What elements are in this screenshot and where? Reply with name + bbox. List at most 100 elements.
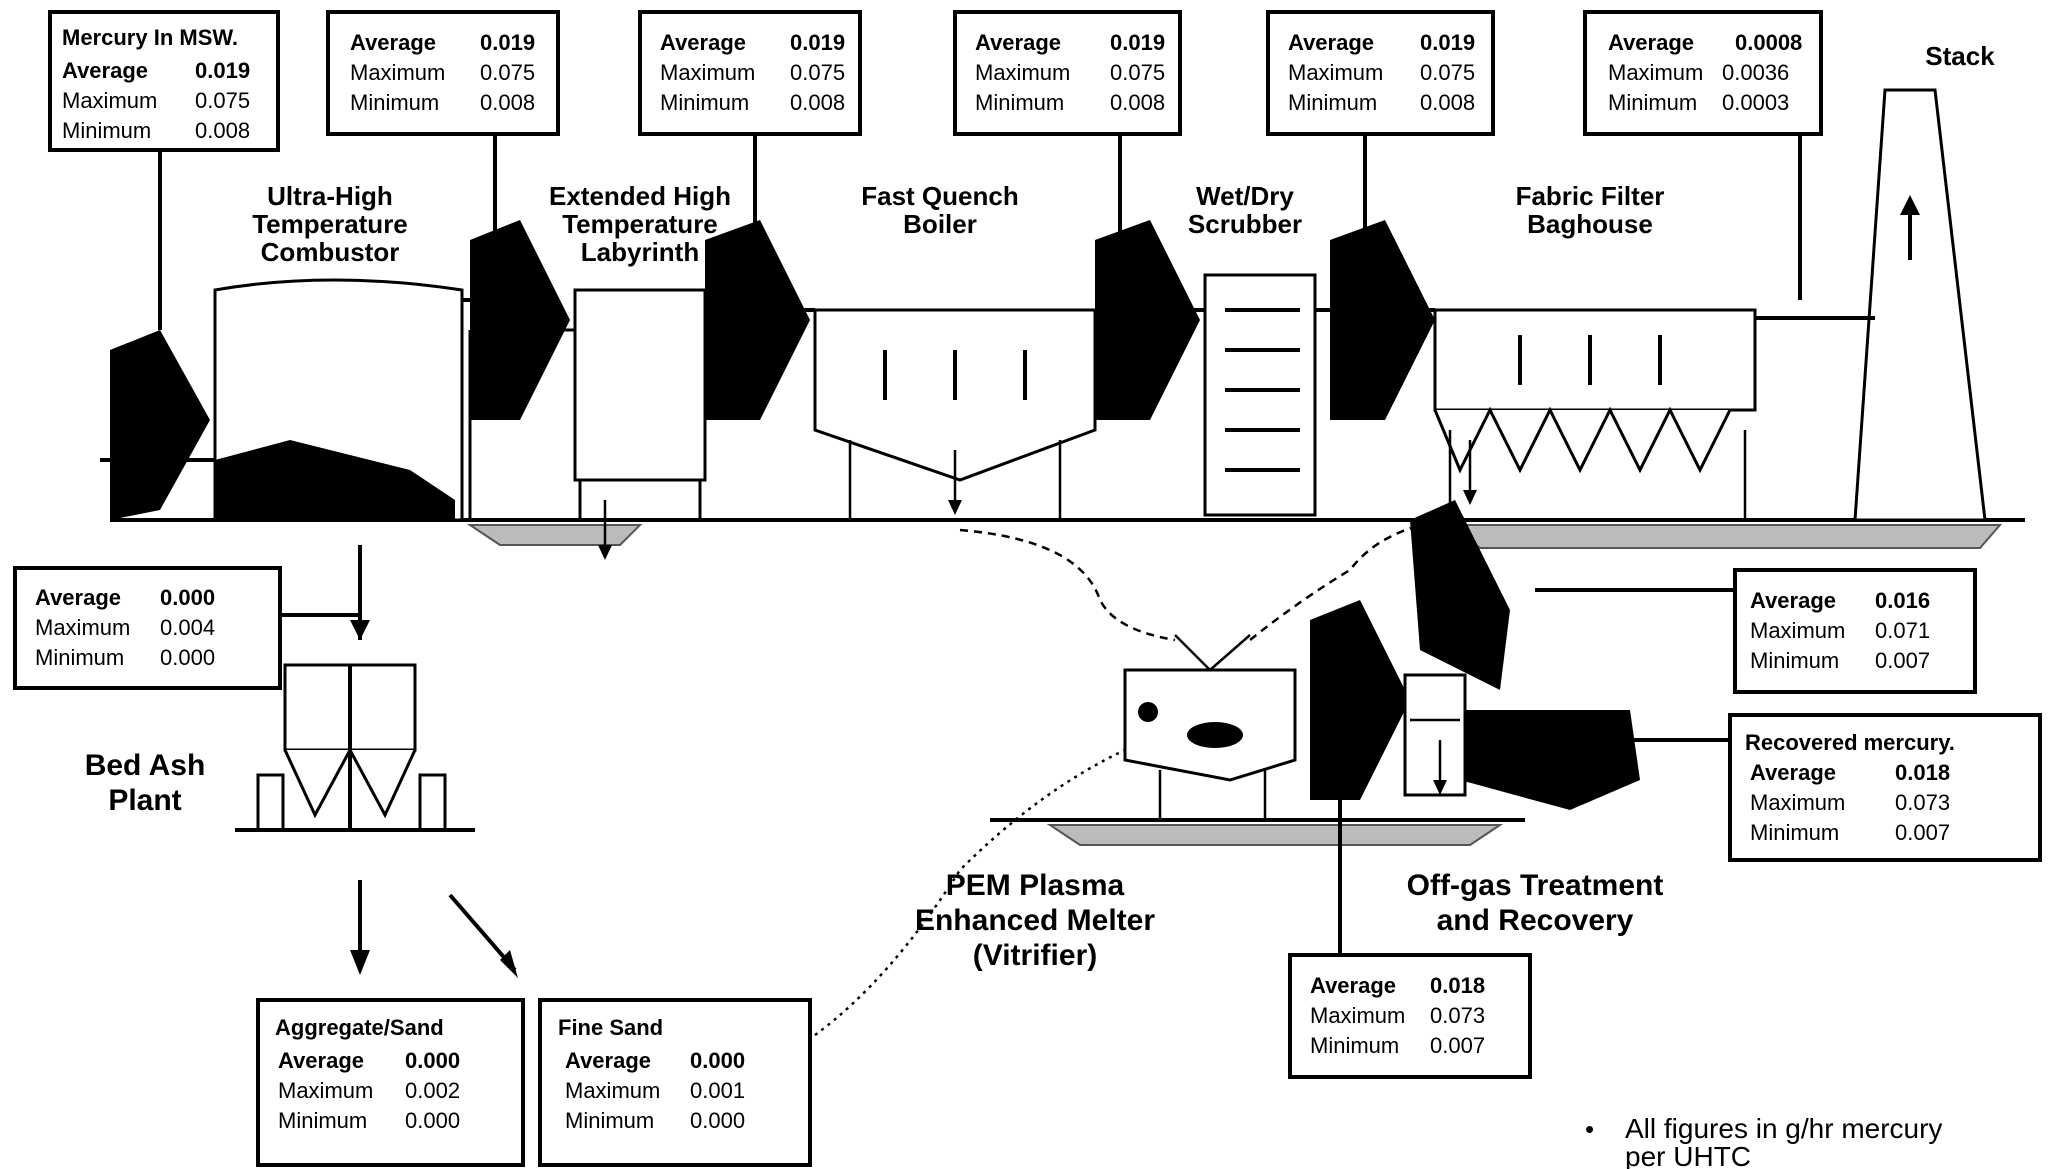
svg-text:0.018: 0.018 [1430,973,1485,998]
svg-text:0.008: 0.008 [1420,90,1475,115]
svg-text:Maximum: Maximum [1750,618,1845,643]
svg-text:Aggregate/Sand: Aggregate/Sand [275,1015,444,1040]
svg-text:0.004: 0.004 [160,615,215,640]
svg-text:Maximum: Maximum [35,615,130,640]
svg-text:Minimum: Minimum [660,90,749,115]
dashed-connections [814,518,1446,1037]
svg-text:0.008: 0.008 [195,118,250,143]
svg-text:Maximum: Maximum [278,1078,373,1103]
svg-text:Maximum: Maximum [975,60,1070,85]
svg-text:0.016: 0.016 [1875,588,1930,613]
svg-text:Average: Average [1608,30,1694,55]
stack-label: Stack [1925,41,1995,71]
svg-text:Minimum: Minimum [350,90,439,115]
svg-text:0.000: 0.000 [405,1108,460,1133]
svg-text:Maximum: Maximum [660,60,755,85]
svg-text:0.075: 0.075 [1110,60,1165,85]
svg-text:Maximum: Maximum [1608,60,1703,85]
svg-text:Average: Average [350,30,436,55]
svg-text:0.000: 0.000 [690,1048,745,1073]
svg-text:0.019: 0.019 [195,58,250,83]
scrubber-vessel [1203,273,1317,517]
svg-text:Minimum: Minimum [1288,90,1377,115]
svg-text:Average: Average [1750,588,1836,613]
svg-text:Minimum: Minimum [1310,1033,1399,1058]
svg-text:Average: Average [1750,760,1836,785]
svg-text:Minimum: Minimum [975,90,1064,115]
svg-text:Minimum: Minimum [62,118,151,143]
svg-text:Mercury In MSW.: Mercury In MSW. [62,25,238,50]
svg-text:0.0008: 0.0008 [1735,30,1802,55]
svg-text:Average: Average [1288,30,1374,55]
svg-text:0.000: 0.000 [690,1108,745,1133]
svg-text:0.001: 0.001 [690,1078,745,1103]
box-stack-emission: Average 0.0008 Maximum 0.0036 Minimum 0.000… [1583,10,1823,136]
svg-text:Minimum: Minimum [565,1108,654,1133]
svg-text:0.075: 0.075 [790,60,845,85]
pem-melter [990,634,1525,822]
boiler-vessel [813,308,1097,520]
svg-text:Minimum: Minimum [35,645,124,670]
baghouse-vessel [1433,308,1757,520]
svg-text:0.007: 0.007 [1430,1033,1485,1058]
svg-text:per UHTC: per UHTC [1625,1141,1751,1169]
svg-text:0.008: 0.008 [480,90,535,115]
leader-lines [158,135,1802,972]
svg-text:Fine Sand: Fine Sand [558,1015,663,1040]
box-offgas-outlet: Average 0.018 Maximum 0.073 Minimum 0.007 [1288,953,1532,1079]
svg-text:0.075: 0.075 [480,60,535,85]
svg-text:0.018: 0.018 [1895,760,1950,785]
svg-text:0.0036: 0.0036 [1722,60,1789,85]
svg-text:•: • [1585,1114,1594,1144]
svg-text:Average: Average [1310,973,1396,998]
svg-text:0.000: 0.000 [405,1048,460,1073]
svg-text:0.000: 0.000 [160,585,215,610]
svg-text:Minimum: Minimum [1608,90,1697,115]
svg-text:0.075: 0.075 [195,88,250,113]
svg-text:0.019: 0.019 [1420,30,1475,55]
svg-text:Minimum: Minimum [278,1108,367,1133]
svg-text:0.002: 0.002 [405,1078,460,1103]
svg-text:Maximum: Maximum [1288,60,1383,85]
bed-ash-plant [235,663,475,832]
svg-text:Average: Average [975,30,1061,55]
ground-hatch [466,524,2003,846]
stack [1853,88,1987,522]
svg-text:0.019: 0.019 [480,30,535,55]
svg-text:Average: Average [565,1048,651,1073]
svg-text:Average: Average [278,1048,364,1073]
flow-arrows [110,220,1640,810]
svg-text:0.071: 0.071 [1875,618,1930,643]
svg-text:0.008: 0.008 [790,90,845,115]
svg-text:Maximum: Maximum [62,88,157,113]
svg-text:0.019: 0.019 [1110,30,1165,55]
svg-text:0.000: 0.000 [160,645,215,670]
svg-text:0.0003: 0.0003 [1722,90,1789,115]
svg-text:Average: Average [62,58,148,83]
offgas-unit [1403,673,1467,797]
svg-text:0.007: 0.007 [1875,648,1930,673]
svg-text:0.007: 0.007 [1895,820,1950,845]
svg-text:0.073: 0.073 [1895,790,1950,815]
svg-text:Maximum: Maximum [1750,790,1845,815]
svg-text:Recovered mercury.: Recovered mercury. [1745,730,1955,755]
drop-arrows [350,440,1477,978]
svg-text:Maximum: Maximum [1310,1003,1405,1028]
box-recovered-mercury: Recovered mercury. Average 0.018 Maximum 0… [1728,713,2042,862]
svg-text:0.073: 0.073 [1430,1003,1485,1028]
